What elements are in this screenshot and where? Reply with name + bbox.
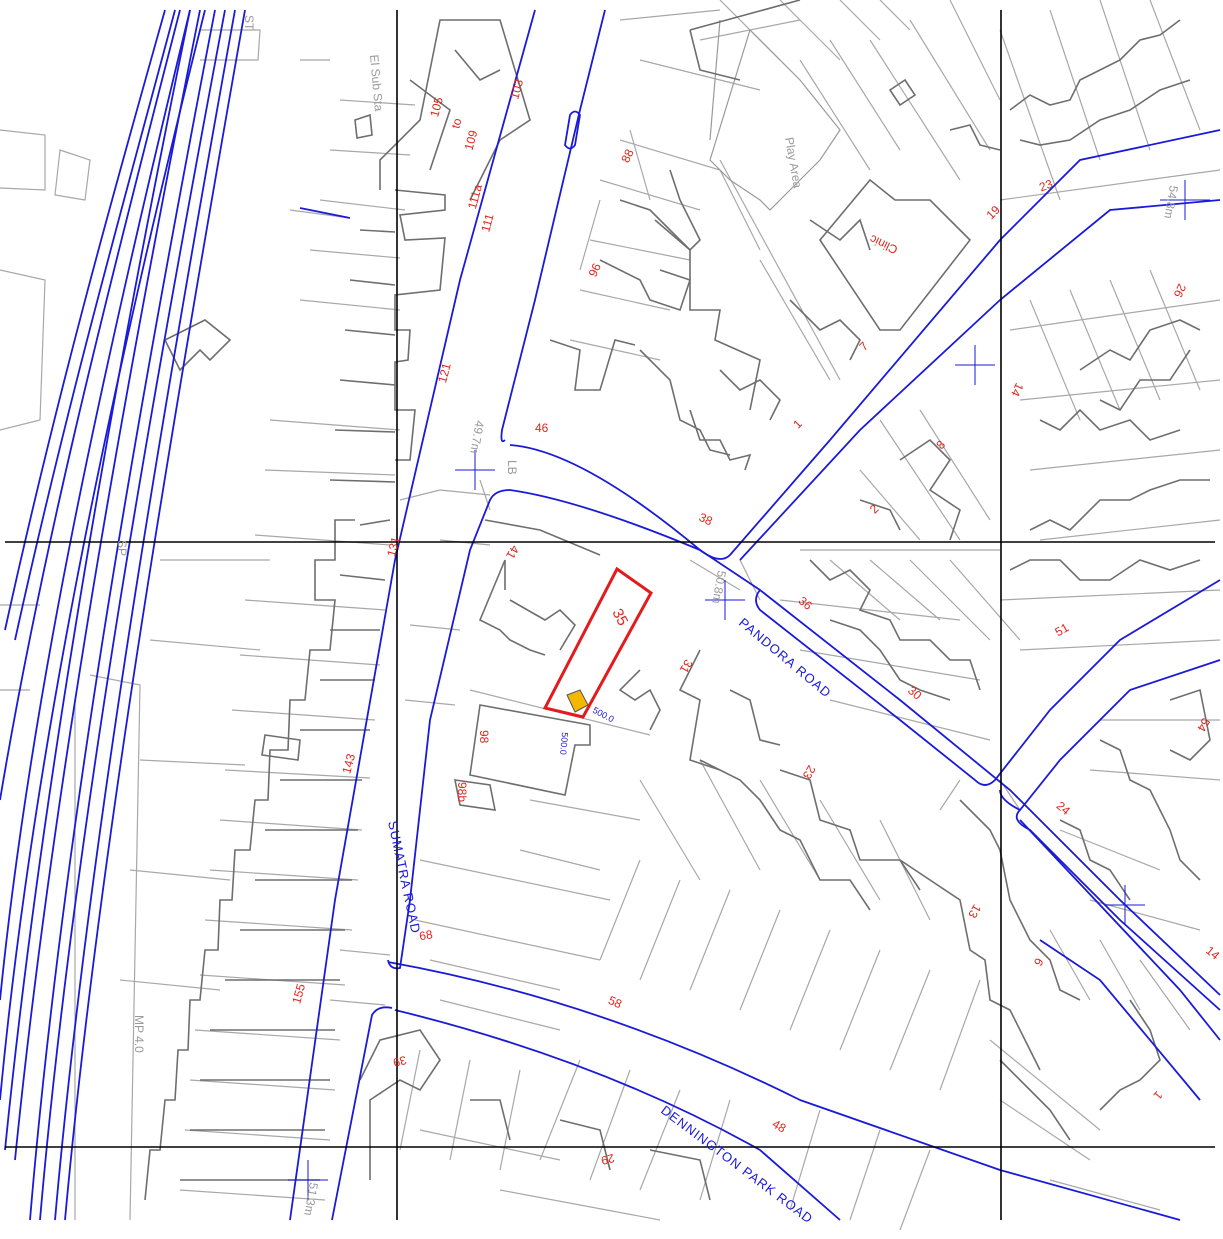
- subject-plot-outline: [542, 566, 653, 719]
- house-number: 46: [535, 421, 549, 435]
- house-number: 58: [606, 993, 624, 1011]
- spot-height-markers: [288, 180, 1210, 1200]
- house-number: 68: [418, 927, 434, 943]
- house-number: 13: [965, 902, 984, 921]
- house-number: 39: [391, 1053, 408, 1070]
- label-sp: SP: [115, 540, 129, 556]
- house-number: 155: [289, 982, 308, 1005]
- house-number: 38: [697, 510, 715, 528]
- house-number: 109: [462, 128, 481, 151]
- grid-lines: [5, 10, 1215, 1220]
- house-number: 54: [1194, 715, 1213, 734]
- spot-height-2: 49.7m: [467, 419, 487, 454]
- house-number: 41: [503, 543, 522, 562]
- house-number: 26: [1171, 282, 1189, 300]
- road-edges: [0, 9, 1221, 1221]
- house-number: 111: [478, 212, 496, 234]
- north-marker: [566, 689, 589, 713]
- house-number: 23: [800, 763, 819, 782]
- house-number: 98b: [455, 782, 469, 802]
- house-number: 29: [599, 1151, 616, 1168]
- house-number: 105: [427, 95, 446, 118]
- house-number: 14: [1008, 381, 1026, 399]
- label-st: ST: [242, 15, 256, 31]
- dimension-label-2: 500.0: [558, 732, 570, 755]
- house-number: 88: [618, 147, 636, 165]
- spot-height-4: 51.3m: [301, 1181, 321, 1216]
- house-number: 131: [384, 535, 403, 558]
- house-number: 23: [1037, 177, 1055, 195]
- house-number: 111a: [465, 183, 485, 211]
- spot-height-1: 54.8m: [1161, 184, 1181, 219]
- label-mp: MP 4.0: [132, 1015, 146, 1053]
- spot-height-3: 50.8m: [709, 569, 729, 604]
- house-number: 31: [677, 657, 696, 676]
- house-number: 121: [435, 361, 454, 384]
- house-number: to: [448, 116, 464, 130]
- label-el-sub-sta: El Sub Sta: [367, 54, 386, 112]
- label-lb: LB: [505, 460, 519, 475]
- subject-plot-number: 35: [608, 606, 631, 629]
- subject-plot[interactable]: 35: [542, 566, 653, 719]
- house-number: 96: [586, 261, 604, 279]
- building-outlines: [144, 0, 1211, 1201]
- house-number: 98: [477, 730, 491, 744]
- house-number: 51: [1053, 620, 1072, 639]
- house-number: 143: [339, 752, 358, 775]
- house-number: 48: [770, 1117, 789, 1136]
- house-number: 103: [507, 77, 526, 100]
